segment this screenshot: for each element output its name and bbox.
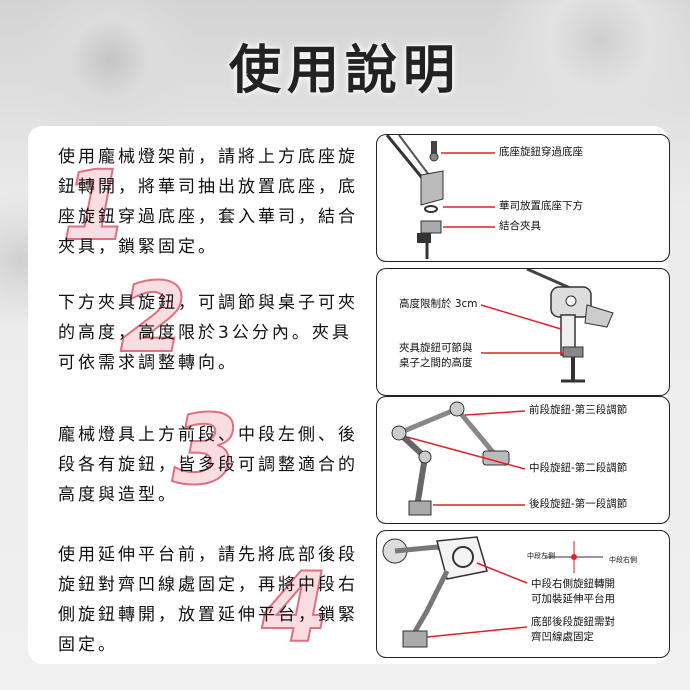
step-4-text: 使用延伸平台前，請先將底部後段旋鈕對齊凹線處固定，再將中段右側旋鈕轉開，放置延伸… [58,545,358,655]
label-clamp-adjust-1: 夾具旋鈕可節與 [399,342,473,354]
label-open-right-knob-2: 可加裝延伸平台用 [531,593,615,605]
label-align-rear-knob-1: 底部後段旋鈕需對 [531,616,615,628]
step-1-number: 1 [61,149,130,263]
label-clamp-adjust-2: 桌子之間的高度 [399,357,473,369]
label-middle-right: 中段右側 [609,556,637,564]
extension-platform-illustration [382,536,603,648]
label-height-limit: 高度限制於 3cm [399,298,478,310]
step-2-number: 2 [119,261,188,375]
diagram-box-2: 高度限制於 3cm 夾具旋鈕可節與 桌子之間的高度 [376,268,670,396]
label-knob-through-base: 底座旋鈕穿過底座 [499,146,583,158]
step-2-text: 下方夾具旋鈕，可調節與桌子可夾的高度，高度限於3公分內。夾具可依需求調整轉向。 [58,293,358,373]
label-middle-knob: 中段旋鈕-第二段調節 [529,462,628,474]
page-title: 使用說明 [228,41,461,101]
label-align-rear-knob-2: 齊凹線處固定 [531,631,594,643]
step-3-number: 3 [171,393,240,507]
diagram-box-3: 前段旋鈕-第三段調節 中段旋鈕-第二段調節 後段旋鈕-第一段調節 [376,396,670,524]
label-combine-clamp: 結合夾具 [499,220,541,232]
step-3-text: 龐械燈具上方前段、中段左側、後段各有旋鈕，皆多段可調整適合的高度與造型。 [58,425,358,505]
label-washer-under-base: 華司放置底座下方 [499,200,583,212]
label-rear-knob: 後段旋鈕-第一段調節 [529,498,628,510]
base-assembly-illustration [385,135,495,259]
label-front-knob: 前段旋鈕-第三段調節 [529,404,628,416]
label-open-right-knob-1: 中段右側旋鈕轉開 [531,578,615,590]
step-4-number: 4 [261,551,330,665]
diagram-box-4: 中段左側 中段右側 中段右側旋鈕轉開 可加裝延伸平台用 底部後段旋鈕需對 齊凹線… [376,530,670,658]
clamp-height-illustration [480,269,614,383]
label-middle-left: 中段左側 [527,552,555,560]
step-1-text: 使用龐械燈架前，請將上方底座旋鈕轉開，將華司抽出放置底座，底座旋鈕穿過底座，套入… [58,147,358,257]
arm-knobs-illustration [391,401,526,516]
diagram-box-1: 底座旋鈕穿過底座 華司放置底座下方 結合夾具 [376,134,670,262]
